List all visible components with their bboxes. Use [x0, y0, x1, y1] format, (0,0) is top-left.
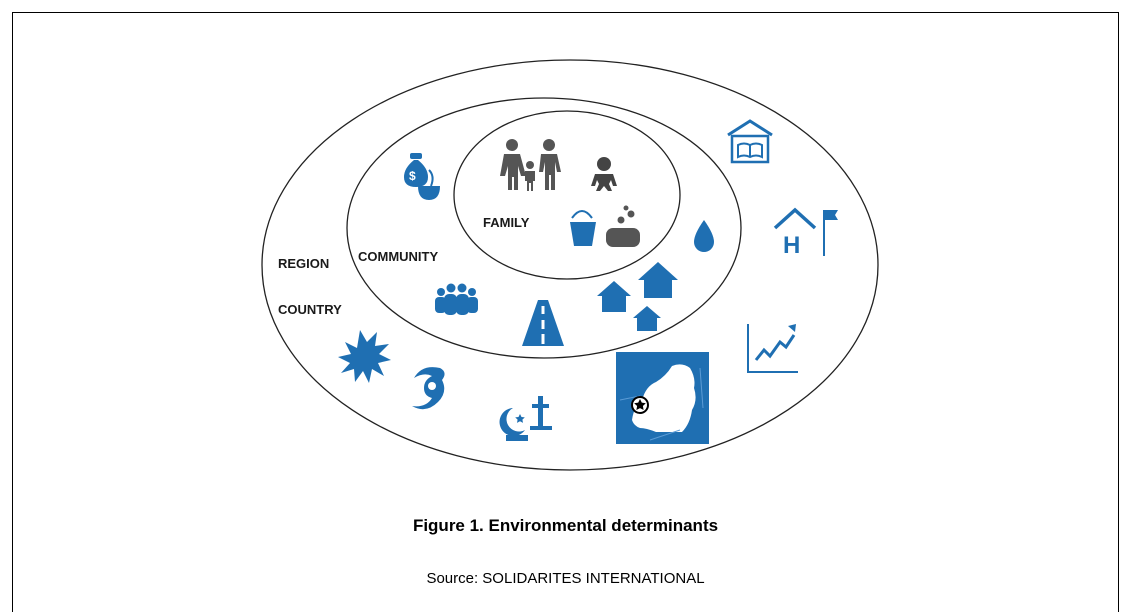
bucket-icon [570, 210, 596, 246]
water-drop-icon [694, 220, 714, 252]
growth-chart-icon [747, 324, 798, 373]
drc-map-icon [616, 352, 709, 444]
region-country-ring [261, 59, 879, 471]
svg-text:H: H [783, 232, 800, 259]
explosion-icon [338, 330, 391, 383]
crowd-icon [435, 283, 478, 315]
soap-icon [606, 205, 640, 247]
community-ring [346, 97, 742, 359]
figure-frame [12, 12, 1119, 612]
figure-source: Source: SOLIDARITES INTERNATIONAL [426, 570, 705, 587]
houses-icon [597, 262, 678, 331]
region-label: REGION [278, 256, 329, 271]
community-label: COMMUNITY [358, 249, 438, 264]
cyclone-icon [412, 367, 445, 410]
country-label: COUNTRY [278, 302, 342, 317]
svg-text:$: $ [409, 169, 416, 183]
figure-caption: Figure 1. Environmental determinants [412, 516, 719, 535]
religion-icon [499, 396, 552, 441]
money-food-icon: $ [404, 153, 440, 200]
road-icon [522, 300, 564, 346]
health-center-icon: H [773, 207, 838, 259]
school-icon [727, 119, 773, 164]
family-ring [453, 110, 681, 280]
baby-icon [591, 157, 617, 191]
family-label: FAMILY [483, 215, 530, 230]
family-people-icon [500, 139, 561, 191]
